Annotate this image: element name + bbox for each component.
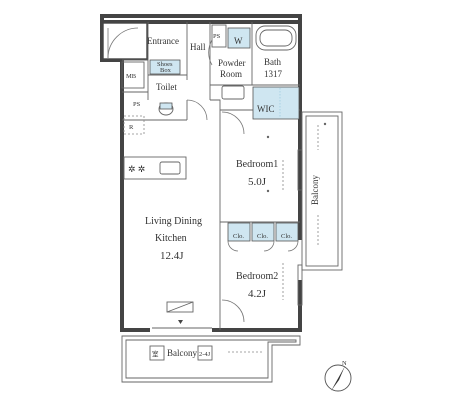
bathtub <box>255 25 297 51</box>
wall-corner <box>210 99 221 110</box>
entrance-floor <box>102 22 148 60</box>
ps-top-label: PS <box>213 33 221 40</box>
r-label: R <box>129 124 134 131</box>
powder-room-label-1: Powder <box>218 58 246 68</box>
ps-w-area: PS W <box>211 24 251 49</box>
left-wall <box>100 22 150 332</box>
powder-room-area: Powder Room <box>218 58 246 100</box>
kitchen-sink <box>159 161 181 175</box>
bath-size: 1317 <box>264 69 283 79</box>
ldk-floor-marker-diag <box>166 301 194 313</box>
compass-ring <box>324 364 352 392</box>
compass: N <box>324 360 352 392</box>
hall-label: Hall <box>190 42 206 52</box>
powder-room-label-2: Room <box>220 69 242 79</box>
bottom-wall <box>212 280 302 332</box>
ldk-label-1: Living Dining <box>145 216 202 227</box>
closets: Clo. Clo. Clo. <box>227 222 299 252</box>
balcony-right-inner <box>305 115 339 267</box>
ldk-size: 12.4J <box>160 250 184 262</box>
entrance-label: Entrance <box>147 36 179 46</box>
wic-area: WIC <box>252 86 300 120</box>
ldk-area: Living Dining Kitchen 12.4J <box>145 216 212 329</box>
bedroom2-size: 4.2J <box>248 288 267 300</box>
closet-2-door[interactable] <box>263 240 275 252</box>
entrance-area: Entrance <box>102 22 179 60</box>
balcony-bottom-outline <box>121 335 301 383</box>
closet-2-label: Clo. <box>257 233 268 240</box>
toilet-tank <box>159 102 173 110</box>
ps-r-area: PS R <box>123 101 145 135</box>
balcony-bottom-inner <box>125 339 297 379</box>
bath-label: Bath <box>264 57 281 67</box>
compass-north-label: N <box>342 360 347 367</box>
bedroom1-area: Bedroom1 5.0J <box>221 111 303 193</box>
ldk-floor-marker <box>166 301 194 313</box>
compass-needle-icon <box>331 366 345 391</box>
closet-1 <box>227 222 251 242</box>
balcony-right-label: Balcony <box>310 175 320 205</box>
shoes-box-label-2: Box <box>160 67 172 74</box>
toilet-door-swing[interactable] <box>186 99 208 121</box>
closet-3-door[interactable] <box>287 240 299 252</box>
ps-top-box <box>211 24 227 48</box>
ps-left-label: PS <box>133 101 141 108</box>
bedroom1-dot-bottom <box>266 189 270 193</box>
wic-box <box>252 86 300 120</box>
bedroom1-dot-top <box>266 135 270 139</box>
balcony-bottom-label: Balcony <box>167 348 197 358</box>
balcony-note-right: 2-4J <box>199 351 211 358</box>
bedroom2-area: Bedroom2 4.2J <box>221 263 303 323</box>
hall-area: Hall <box>190 39 213 66</box>
wash-basin <box>221 85 245 100</box>
closet-1-door[interactable] <box>227 240 239 252</box>
ldk-arrow-icon <box>178 320 183 324</box>
closet-2 <box>251 222 275 242</box>
bedroom2-label: Bedroom2 <box>236 271 278 282</box>
shoes-box-label-1: Shoes <box>157 61 173 68</box>
balcony-bottom: 室 Balcony 2-4J <box>121 335 301 383</box>
bedroom2-window <box>297 264 303 306</box>
mb-area: MB <box>121 61 145 89</box>
shoes-box-area: Shoes Box <box>149 59 181 75</box>
entrance-door-swing[interactable] <box>107 27 139 59</box>
stove-icon: ✲ ✲ <box>128 164 145 174</box>
bath-area: Bath 1317 <box>255 25 297 79</box>
balcony-note-left: 室 <box>152 349 159 358</box>
outer-walls <box>100 14 302 332</box>
top-edge <box>100 14 300 22</box>
bedroom1-door-swing[interactable] <box>221 111 245 135</box>
bedroom1-size: 5.0J <box>248 176 267 188</box>
balcony-hatch-left <box>149 345 165 361</box>
balcony-right-dot <box>323 122 327 126</box>
ldk-label-2: Kitchen <box>155 233 187 244</box>
balcony-right: Balcony <box>301 111 343 271</box>
closet-1-label: Clo. <box>233 233 244 240</box>
closet-3 <box>275 222 299 242</box>
bedroom2-door-swing[interactable] <box>221 299 245 323</box>
kitchen-counter: ✲ ✲ <box>123 156 187 180</box>
fridge-space <box>123 115 145 135</box>
balcony-right-outline <box>301 111 343 271</box>
wic-label: WIC <box>257 104 275 114</box>
shoes-box <box>149 59 181 75</box>
washer-label: W <box>234 36 243 46</box>
balcony-hatch-right <box>197 345 213 361</box>
hall-door-swing[interactable] <box>208 39 213 66</box>
bathtub-inner <box>259 29 293 47</box>
mb-label: MB <box>126 73 137 80</box>
toilet-area: Toilet <box>156 82 208 121</box>
mb-box <box>121 61 145 89</box>
bedroom1-label: Bedroom1 <box>236 159 278 170</box>
kitchen-counter-box <box>123 156 187 180</box>
toilet-label: Toilet <box>156 82 177 92</box>
closet-3-label: Clo. <box>281 233 292 240</box>
washer-box <box>227 27 251 49</box>
